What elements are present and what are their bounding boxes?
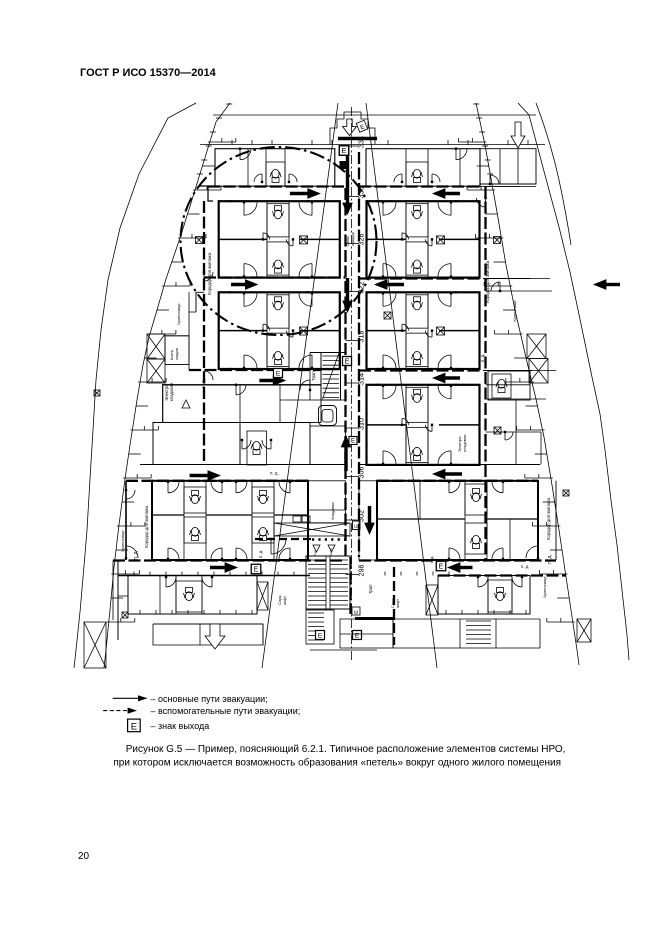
- svg-text:Вниз: Вниз: [313, 549, 317, 556]
- svg-text:– знак выхода: – знак выхода: [151, 721, 210, 731]
- svg-text:314: 314: [357, 373, 366, 385]
- svg-text:лифт: лифт: [283, 596, 287, 605]
- svg-text:Контр.: Контр.: [170, 349, 174, 360]
- svg-text:п. д.: п. д.: [201, 380, 206, 388]
- svg-text:– вспомогательные пути эвакуац: – вспомогательные пути эвакуации;: [151, 706, 301, 716]
- svg-text:кладовая: кладовая: [462, 435, 467, 452]
- svg-text:E: E: [439, 564, 444, 571]
- svg-text:коридор: коридор: [351, 232, 355, 246]
- svg-text:Хранилище: Хранилище: [120, 530, 125, 552]
- svg-text:Служ.: Служ.: [278, 595, 282, 606]
- svg-text:лифт: лифт: [396, 599, 400, 608]
- svg-text:E: E: [254, 567, 259, 574]
- svg-text:322: 322: [357, 282, 366, 294]
- svg-text:Коридор для экипажа: Коридор для экипажа: [207, 252, 212, 295]
- svg-text:Ш: Ш: [354, 610, 358, 615]
- svg-text:Коридор для экипажа: Коридор для экипажа: [546, 497, 551, 540]
- svg-text:п. д.: п. д.: [430, 556, 434, 563]
- svg-text:Связь: Связь: [346, 236, 350, 246]
- svg-text:Коридор для экипажа: Коридор для экипажа: [485, 260, 490, 303]
- svg-text:20: 20: [78, 851, 90, 862]
- svg-text:298: 298: [357, 565, 366, 577]
- svg-text:Электро-: Электро-: [457, 435, 462, 452]
- svg-text:E: E: [318, 632, 323, 639]
- svg-text:Коридор для экипажа: Коридор для экипажа: [144, 505, 149, 548]
- svg-text:Трап: Трап: [311, 371, 316, 381]
- svg-text:302: 302: [357, 510, 366, 522]
- svg-text:Трап: Трап: [368, 584, 373, 594]
- svg-text:П. Д.: П. Д.: [133, 550, 138, 560]
- svg-text:П. Д.: П. Д.: [547, 554, 552, 564]
- svg-text:E: E: [360, 124, 366, 131]
- svg-text:E: E: [355, 632, 360, 639]
- svg-text:310: 310: [357, 418, 366, 430]
- svg-text:Хранилище: Хранилище: [542, 576, 547, 598]
- svg-text:Хранилище: Хранилище: [176, 303, 181, 325]
- svg-text:п. д.: п. д.: [258, 550, 263, 558]
- svg-text:при котором исключается возмож: при котором исключается возможность обра…: [113, 757, 561, 769]
- svg-text:Электро-: Электро-: [164, 383, 169, 401]
- svg-text:E: E: [276, 370, 281, 377]
- svg-text:Ш: Ш: [354, 524, 358, 529]
- svg-text:306: 306: [357, 467, 366, 479]
- svg-text:E: E: [341, 146, 346, 155]
- svg-text:330: 330: [357, 187, 366, 199]
- svg-text:E: E: [345, 359, 350, 366]
- svg-text:п. д.: п. д.: [521, 564, 529, 569]
- svg-text:п. д.: п. д.: [480, 354, 485, 362]
- svg-text:E: E: [131, 721, 137, 732]
- svg-text:– основные пути эвакуации;: – основные пути эвакуации;: [151, 694, 268, 704]
- svg-text:кладовая: кладовая: [169, 383, 174, 401]
- svg-text:кладов.: кладов.: [175, 347, 179, 360]
- svg-text:326: 326: [357, 234, 366, 246]
- svg-text:Хранилище: Хранилище: [512, 300, 517, 322]
- svg-text:318: 318: [357, 331, 366, 343]
- svg-text:E: E: [351, 439, 355, 445]
- svg-text:Кладовая: Кладовая: [330, 503, 335, 520]
- svg-text:Рисунок G.5 — Пример, поясняющ: Рисунок G.5 — Пример, поясняющий 6.2.1. …: [126, 744, 566, 755]
- svg-text:п. д.: п. д.: [270, 471, 279, 476]
- svg-text:ГОСТ Р ИСО 15370—2014: ГОСТ Р ИСО 15370—2014: [80, 67, 217, 79]
- svg-text:Вверх: Вверх: [329, 548, 333, 556]
- svg-text:Служ.: Служ.: [391, 598, 395, 609]
- svg-text:334: 334: [357, 136, 366, 148]
